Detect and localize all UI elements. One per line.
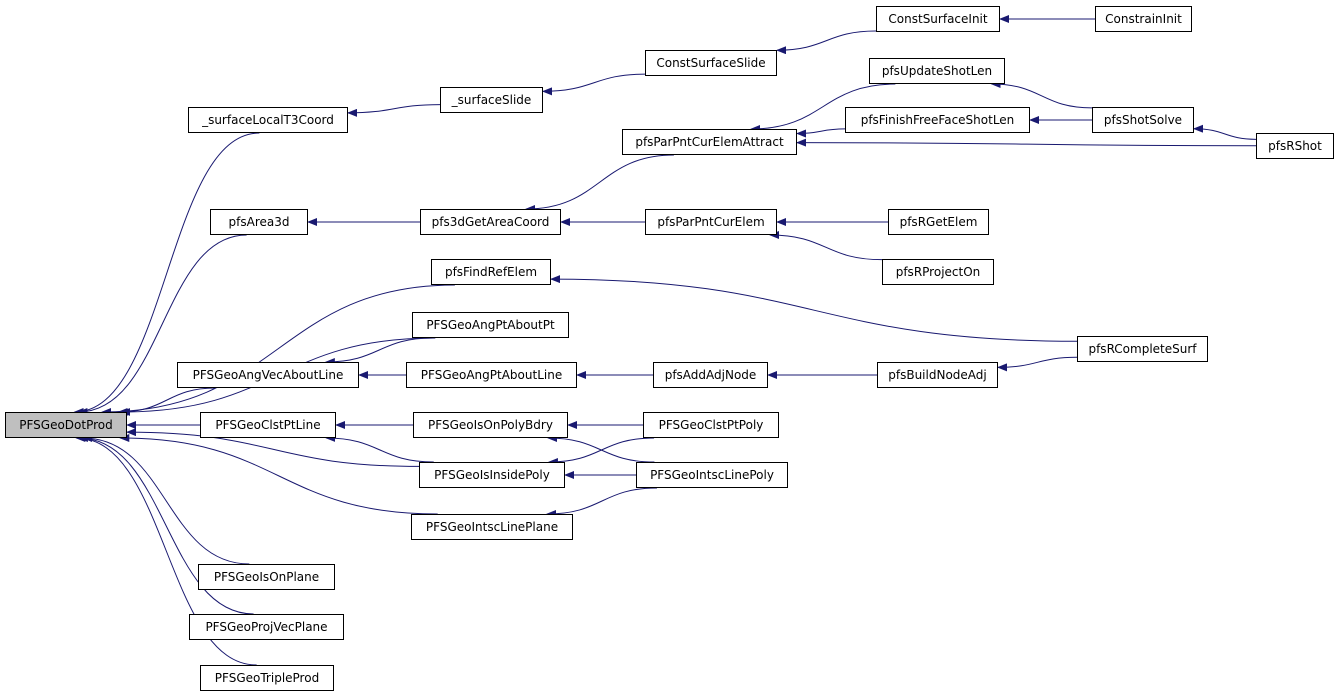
edge-slt3-to-dot	[73, 132, 260, 416]
edge-gpvp-to-dot	[77, 434, 254, 615]
edge-rshot-to-shotsolve	[1193, 124, 1257, 140]
edge-rpo-to-ppce	[769, 231, 883, 261]
node-gip[interactable]: PFSGeoIsInsidePoly	[419, 462, 565, 488]
edge-gavl-to-dot	[117, 387, 216, 416]
node-gpvp[interactable]: PFSGeoProjVecPlane	[189, 614, 344, 640]
node-rshot[interactable]: pfsRShot	[1256, 133, 1334, 159]
node-rge[interactable]: pfsRGetElem	[888, 209, 989, 235]
edge-css-to-ss	[542, 73, 646, 96]
node-slt3[interactable]: _surfaceLocalT3Coord	[188, 107, 348, 133]
node-css[interactable]: ConstSurfaceSlide	[645, 50, 777, 76]
edge-gip-to-dot	[126, 428, 420, 467]
node-ci[interactable]: ConstrainInit	[1095, 6, 1192, 32]
node-gapp[interactable]: PFSGeoAngPtAboutPt	[412, 312, 569, 338]
edge-ppcea-to-gac	[525, 154, 674, 213]
edge-fre-to-dot	[101, 284, 455, 416]
edge-area3d-to-dot	[77, 234, 247, 416]
edge-gilpl-to-dot	[119, 434, 438, 515]
node-csi[interactable]: ConstSurfaceInit	[876, 6, 1000, 32]
edge-rcs-to-bna	[997, 356, 1078, 372]
node-bna[interactable]: pfsBuildNodeAdj	[877, 362, 998, 388]
edge-layer	[73, 15, 1257, 666]
edge-ushot-to-ppcea	[750, 83, 896, 133]
node-gapl[interactable]: PFSGeoAngPtAboutLine	[406, 362, 577, 388]
node-gcpp[interactable]: PFSGeoClstPtPoly	[643, 412, 779, 438]
edge-ss-to-slt3	[347, 104, 441, 117]
node-giopb[interactable]: PFSGeoIsOnPolyBdry	[413, 412, 568, 438]
edge-gapp-to-gavl	[324, 337, 433, 366]
node-ushot[interactable]: pfsUpdateShotLen	[869, 58, 1005, 84]
node-gilp[interactable]: PFSGeoIntscLinePoly	[636, 462, 788, 488]
edge-giop-to-dot	[82, 434, 250, 565]
node-aan[interactable]: pfsAddAdjNode	[653, 362, 768, 388]
node-ppce[interactable]: pfsParPntCurElem	[645, 209, 777, 235]
node-rpo[interactable]: pfsRProjectOn	[882, 259, 994, 285]
node-gtp[interactable]: PFSGeoTripleProd	[200, 665, 334, 691]
node-giop[interactable]: PFSGeoIsOnPlane	[198, 564, 335, 590]
edge-gilp-to-gilpl	[546, 487, 658, 518]
edge-gip-to-gcpl	[325, 434, 434, 463]
node-ss[interactable]: _surfaceSlide	[440, 87, 543, 113]
node-gcpl[interactable]: PFSGeoClstPtLine	[200, 412, 336, 438]
edge-rshot-to-ppcea	[796, 138, 1257, 147]
edge-csi-to-css	[776, 30, 877, 55]
edge-rcs-to-fre	[550, 275, 1078, 342]
node-dot: PFSGeoDotProd	[5, 412, 127, 438]
node-gilpl[interactable]: PFSGeoIntscLinePlane	[411, 514, 573, 540]
node-ppcea[interactable]: pfsParPntCurElemAttract	[622, 129, 797, 155]
node-gac[interactable]: pfs3dGetAreaCoord	[420, 209, 561, 235]
node-rcs[interactable]: pfsRCompleteSurf	[1077, 336, 1208, 362]
node-ffshot[interactable]: pfsFinishFreeFaceShotLen	[845, 107, 1030, 133]
edge-ffshot-to-ppcea	[796, 128, 846, 138]
node-gavl[interactable]: PFSGeoAngVecAboutLine	[177, 362, 359, 388]
edge-gcpp-to-gip	[547, 437, 655, 466]
edge-gtp-to-dot	[75, 434, 257, 666]
node-area3d[interactable]: pfsArea3d	[210, 209, 308, 235]
edge-shotsolve-to-ushot	[990, 80, 1093, 109]
node-fre[interactable]: pfsFindRefElem	[431, 259, 551, 285]
node-shotsolve[interactable]: pfsShotSolve	[1092, 107, 1194, 133]
